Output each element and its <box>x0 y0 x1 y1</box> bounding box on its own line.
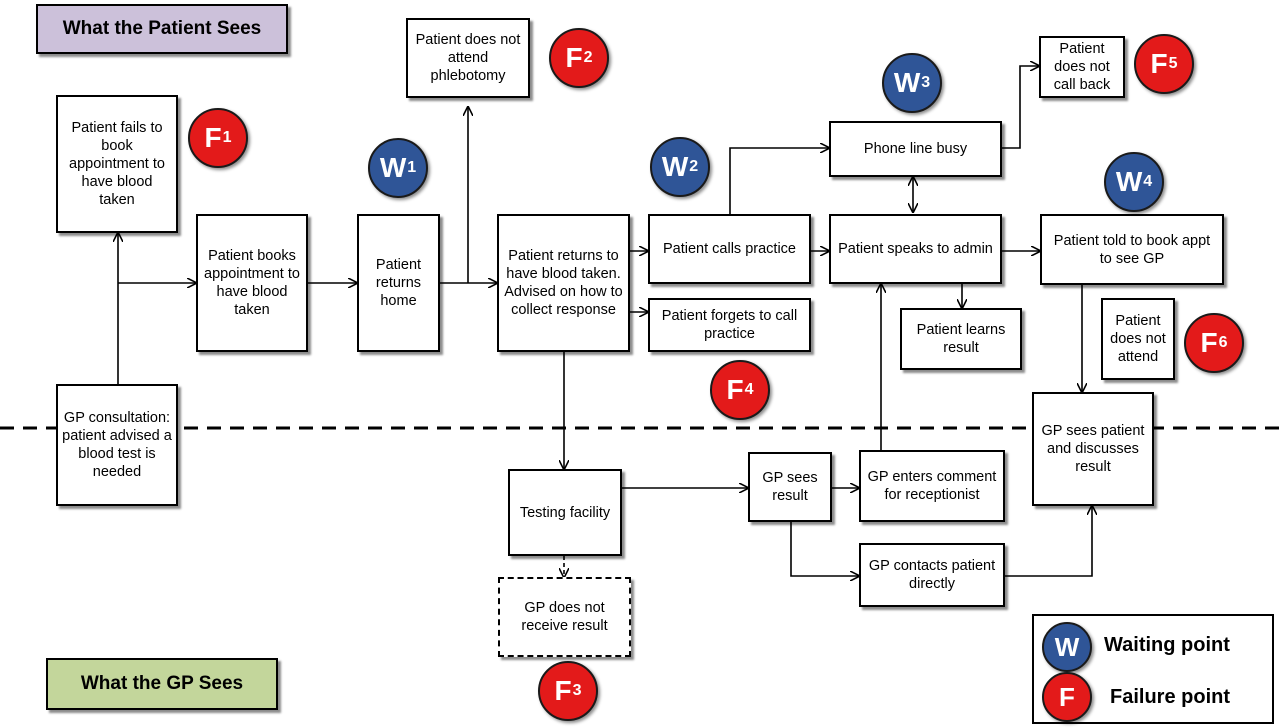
gp-section-label: What the GP Sees <box>46 658 278 710</box>
arrow-calls-to-busy <box>729 148 829 214</box>
legend-failure-icon: F <box>1042 672 1092 722</box>
node-does-not-attend: Patient does not attend <box>1101 298 1175 380</box>
node-gp-sees-result: GP sees result <box>748 452 832 522</box>
node-gp-sees-patient: GP sees patient and discusses result <box>1032 392 1154 506</box>
node-forgets-to-call: Patient forgets to call practice <box>648 298 811 352</box>
legend-failure-label: Failure point <box>1110 686 1230 708</box>
legend-waiting-icon: W <box>1042 622 1092 672</box>
node-testing-facility: Testing facility <box>508 469 622 556</box>
node-speaks-to-admin: Patient speaks to admin <box>829 214 1002 284</box>
node-gp-no-result: GP does not receive result <box>498 577 631 657</box>
node-fails-to-book: Patient fails to book appointment to hav… <box>56 95 178 233</box>
legend-waiting-label: Waiting point <box>1104 634 1230 656</box>
node-returns-for-blood: Patient returns to have blood taken. Adv… <box>497 214 630 352</box>
node-returns-home: Patient returns home <box>357 214 440 352</box>
node-books-appointment: Patient books appointment to have blood … <box>196 214 308 352</box>
patient-section-label: What the Patient Sees <box>36 4 288 54</box>
node-phone-busy: Phone line busy <box>829 121 1002 177</box>
node-no-phlebotomy: Patient does not attend phlebotomy <box>406 18 530 98</box>
node-calls-practice: Patient calls practice <box>648 214 811 284</box>
arrow-busy-to-nocall <box>1002 66 1039 149</box>
node-told-to-book: Patient told to book appt to see GP <box>1040 214 1224 285</box>
node-gp-enters-comment: GP enters comment for receptionist <box>859 450 1005 522</box>
legend: W Waiting point F Failure point <box>1032 614 1274 724</box>
arrow-result-to-contacts <box>790 522 859 576</box>
node-no-call-back: Patient does not call back <box>1039 36 1125 98</box>
node-learns-result: Patient learns result <box>900 308 1022 370</box>
node-gp-contacts: GP contacts patient directly <box>859 543 1005 607</box>
node-gp-consultation: GP consultation: patient advised a blood… <box>56 384 178 506</box>
arrow-contacts-to-gpsees <box>1003 506 1092 577</box>
